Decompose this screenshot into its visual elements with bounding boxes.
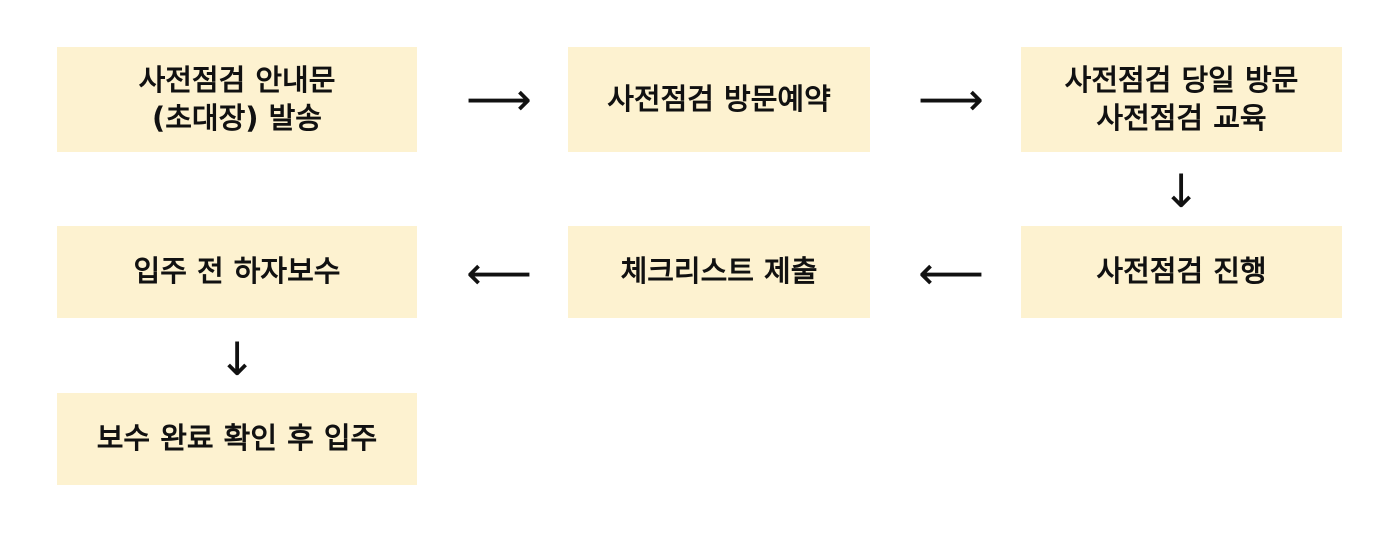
- step-3-line-2: 사전점검 교육: [1096, 100, 1267, 135]
- step-6-line-1: 입주 전 하자보수: [133, 254, 341, 289]
- arrow-left-icon: ⟵: [918, 246, 984, 300]
- step-2-text: 사전점검 방문예약: [607, 81, 831, 119]
- step-1-text: 사전점검 안내문 (초대장) 발송: [139, 62, 336, 137]
- step-5-box: 체크리스트 제출: [568, 226, 870, 318]
- arrow-right-icon: ⟶: [466, 72, 532, 126]
- step-1-box: 사전점검 안내문 (초대장) 발송: [57, 47, 417, 152]
- step-2-line-1: 사전점검 방문예약: [607, 81, 831, 116]
- step-7-line-1: 보수 완료 확인 후 입주: [96, 421, 378, 456]
- step-5-text: 체크리스트 제출: [621, 253, 818, 291]
- step-3-box: 사전점검 당일 방문 사전점검 교육: [1021, 47, 1342, 152]
- step-6-box: 입주 전 하자보수: [57, 226, 417, 318]
- step-4-line-1: 사전점검 진행: [1096, 254, 1267, 289]
- step-6-text: 입주 전 하자보수: [134, 253, 341, 291]
- step-4-box: 사전점검 진행: [1021, 226, 1342, 318]
- arrow-down-icon: ↓: [217, 332, 257, 386]
- step-7-text: 보수 완료 확인 후 입주: [97, 420, 378, 458]
- step-1-line-1: 사전점검 안내문: [138, 62, 336, 97]
- arrow-down-icon: ↓: [1161, 164, 1201, 218]
- step-4-text: 사전점검 진행: [1096, 253, 1266, 291]
- step-3-line-1: 사전점검 당일 방문: [1064, 62, 1299, 97]
- step-5-line-1: 체크리스트 제출: [620, 254, 818, 289]
- step-3-text: 사전점검 당일 방문 사전점검 교육: [1065, 62, 1299, 137]
- step-7-box: 보수 완료 확인 후 입주: [57, 393, 417, 485]
- step-1-line-2: (초대장) 발송: [151, 100, 322, 135]
- arrow-right-icon: ⟶: [918, 72, 984, 126]
- arrow-left-icon: ⟵: [466, 246, 532, 300]
- step-2-box: 사전점검 방문예약: [568, 47, 870, 152]
